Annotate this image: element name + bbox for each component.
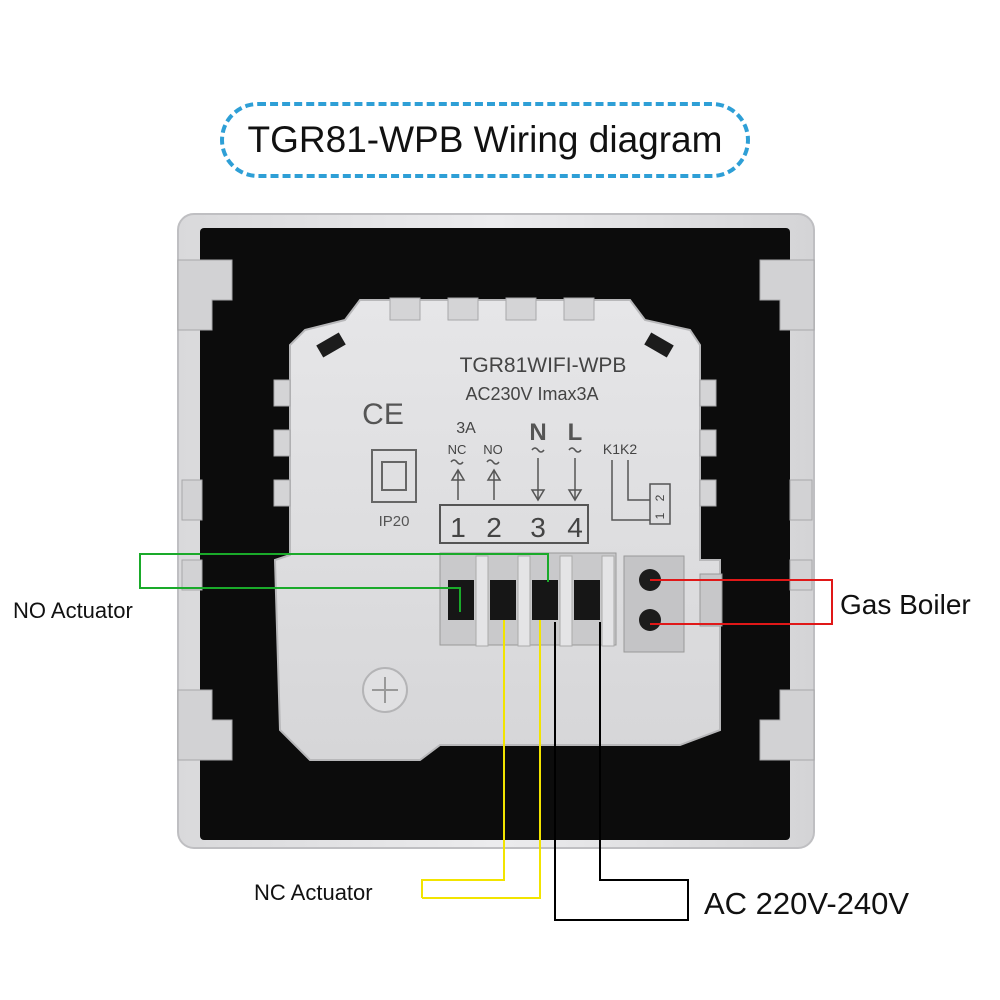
nc-actuator-label: NC Actuator — [254, 880, 373, 905]
n-label: N — [529, 419, 546, 446]
ip-rating: IP20 — [379, 513, 410, 530]
ac-wires — [554, 622, 689, 921]
k-terminal-2: 2 — [653, 494, 667, 501]
l-label: L — [568, 419, 583, 446]
nc-label: NC — [448, 442, 467, 457]
terminal-2: 2 — [486, 512, 502, 543]
ac-supply-label: AC 220V-240V — [704, 886, 910, 921]
terminal-1: 1 — [450, 512, 466, 543]
terminal-4: 4 — [567, 512, 583, 543]
current-label: 3A — [456, 420, 476, 437]
side-clips — [177, 259, 815, 761]
right-latch — [699, 573, 723, 627]
ce-mark: CE — [362, 398, 404, 431]
gas-boiler-label: Gas Boiler — [840, 589, 971, 620]
corner-slot-right — [644, 332, 674, 358]
terminal-arrows — [450, 447, 671, 525]
module-fins — [273, 297, 717, 507]
boiler-wires — [650, 579, 833, 625]
ip-box-inner — [381, 461, 407, 491]
module-model: TGR81WIFI-WPB — [460, 354, 627, 377]
diagram-title: TGR81-WPB Wiring diagram — [247, 119, 723, 160]
k-screw-2 — [639, 609, 661, 631]
title-frame — [220, 102, 750, 178]
terminal-3: 3 — [530, 512, 546, 543]
terminal-screws — [448, 580, 600, 620]
no-actuator-wires — [139, 553, 549, 612]
module-rating: AC230V Imax3A — [465, 384, 598, 404]
terminal-ridges — [475, 555, 615, 647]
corner-slot-left — [316, 332, 346, 358]
no-label: NO — [483, 442, 503, 457]
no-actuator-label: NO Actuator — [13, 598, 133, 623]
k-terminal-1: 1 — [653, 512, 667, 519]
k1k2-label: K1K2 — [603, 441, 637, 457]
nc-actuator-wires — [421, 620, 541, 899]
ip-box-outer — [371, 449, 417, 503]
vent-slits — [372, 677, 398, 703]
terminal-number-box — [439, 504, 589, 544]
